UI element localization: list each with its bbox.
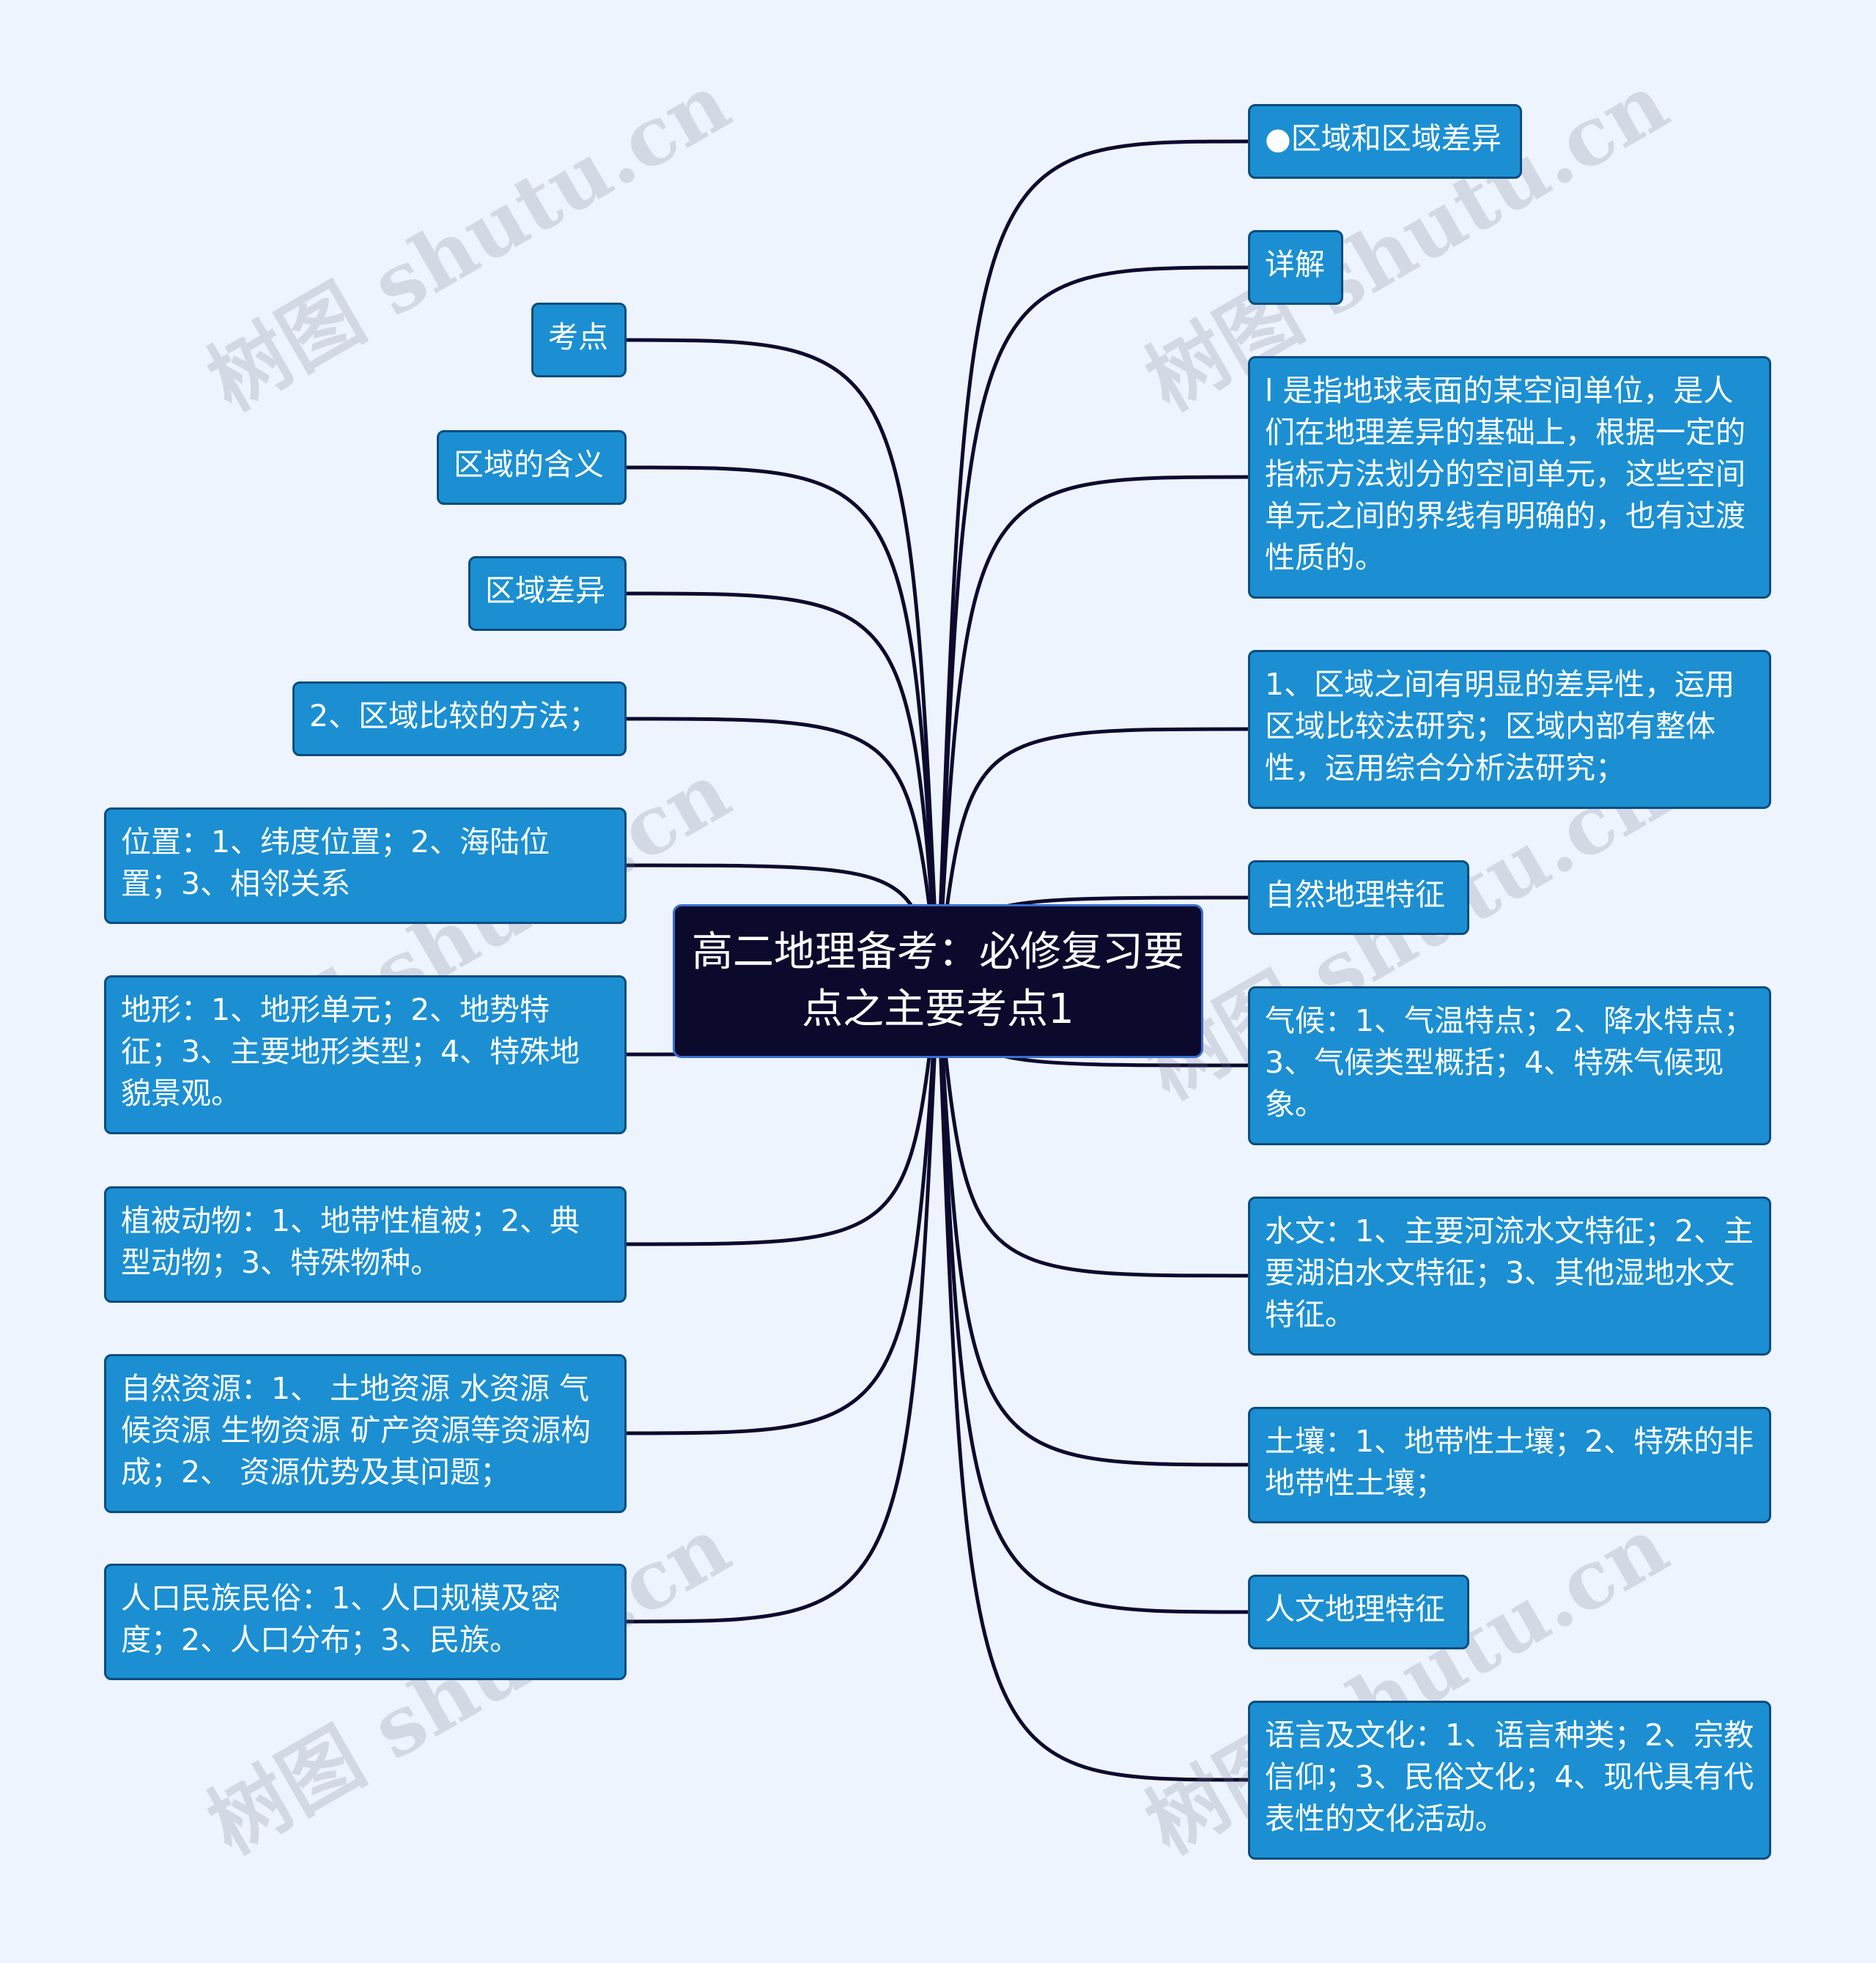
topic-soil[interactable]: 土壤：1、地带性土壤；2、特殊的非地带性土壤； bbox=[1248, 1407, 1771, 1523]
right-connector bbox=[936, 727, 1250, 983]
topic-hydrology[interactable]: 水文：1、主要河流水文特征；2、主要湖泊水文特征；3、其他湿地水文特征。 bbox=[1248, 1197, 1771, 1356]
right-connector bbox=[936, 979, 1250, 1278]
left-connector bbox=[624, 338, 940, 983]
topic-human-geography[interactable]: 人文地理特征 bbox=[1248, 1575, 1469, 1649]
right-connector bbox=[936, 979, 1250, 1782]
topic-region-meaning[interactable]: 区域的含义 bbox=[437, 430, 627, 505]
topic-difference-analysis[interactable]: 1、区域之间有明显的差异性，运用区域比较法研究；区域内部有整体性，运用综合分析法… bbox=[1248, 650, 1771, 809]
left-connector bbox=[624, 979, 940, 1435]
topic-vegetation-animals[interactable]: 植被动物：1、地带性植被；2、典型动物；3、特殊物种。 bbox=[104, 1186, 627, 1303]
left-connector bbox=[624, 979, 940, 1624]
topic-terrain[interactable]: 地形：1、地形单元；2、地势特征；3、主要地形类型；4、特殊地貌景观。 bbox=[104, 975, 627, 1134]
left-connector bbox=[624, 591, 940, 983]
topic-region-and-difference[interactable]: ●区域和区域差异 bbox=[1248, 104, 1522, 179]
right-connector bbox=[936, 265, 1250, 983]
topic-climate[interactable]: 气候：1、气温特点；2、降水特点；3、气候类型概括；4、特殊气候现象。 bbox=[1248, 986, 1771, 1145]
topic-location[interactable]: 位置：1、纬度位置；2、海陆位置；3、相邻关系 bbox=[104, 807, 627, 924]
right-connector bbox=[936, 475, 1250, 983]
topic-language-culture[interactable]: 语言及文化：1、语言种类；2、宗教信仰；3、民俗文化；4、现代具有代表性的文化活… bbox=[1248, 1701, 1771, 1860]
topic-region-difference[interactable]: 区域差异 bbox=[468, 556, 627, 631]
topic-natural-resources[interactable]: 自然资源：1、 土地资源 水资源 气候资源 生物资源 矿产资源等资源构成；2、 … bbox=[104, 1354, 627, 1513]
topic-definition[interactable]: l 是指地球表面的某空间单位，是人们在地理差异的基础上，根据一定的指标方法划分的… bbox=[1248, 356, 1771, 599]
left-connector bbox=[624, 465, 940, 983]
topic-kaodian[interactable]: 考点 bbox=[531, 303, 627, 377]
topic-physical-geography[interactable]: 自然地理特征 bbox=[1248, 860, 1469, 935]
left-connector bbox=[624, 979, 940, 1246]
topic-population[interactable]: 人口民族民俗：1、人口规模及密度；2、人口分布；3、民族。 bbox=[104, 1564, 627, 1680]
right-connector bbox=[936, 979, 1250, 1467]
topic-comparison-method[interactable]: 2、区域比较的方法； bbox=[292, 681, 627, 756]
topic-details[interactable]: 详解 bbox=[1248, 230, 1343, 305]
left-connector bbox=[624, 717, 940, 983]
central-topic[interactable]: 高二地理备考：必修复习要点之主要考点1 bbox=[673, 904, 1203, 1058]
right-connector bbox=[936, 139, 1250, 983]
right-connector bbox=[936, 979, 1250, 1614]
